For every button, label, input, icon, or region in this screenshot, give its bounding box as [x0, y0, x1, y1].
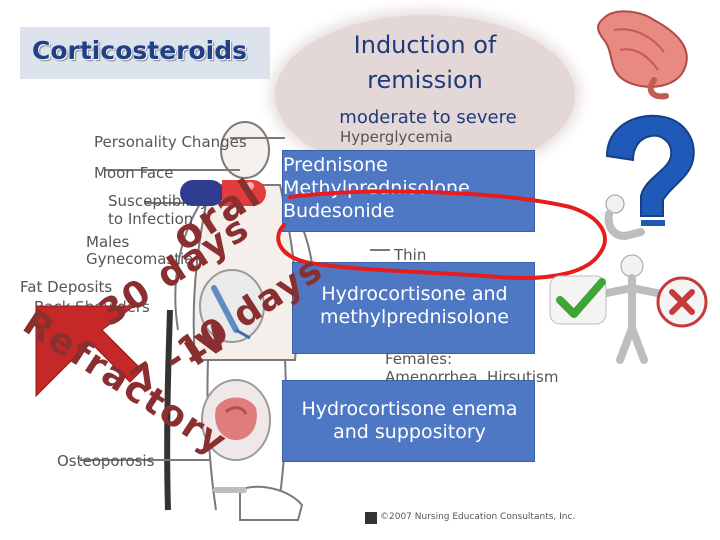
treatment-line: and suppository — [333, 421, 486, 443]
label-males: Males — [86, 233, 130, 251]
label-thin: Thin — [394, 246, 427, 264]
rectal-icon — [201, 379, 271, 461]
treatment-line: methylprednisolone — [320, 306, 509, 328]
treatment-line: Hydrocortisone enema — [301, 398, 518, 420]
label-osteoporosis: Osteoporosis — [57, 452, 155, 470]
title-banner — [20, 27, 270, 79]
checkmark-icon — [549, 275, 607, 325]
pill-icon — [180, 180, 266, 206]
iv-bag-icon — [199, 269, 265, 343]
budesonide-highlight-loop — [276, 189, 607, 280]
label-personality: Personality Changes — [94, 133, 247, 151]
label-hyperglycemia: Hyperglycemia — [340, 128, 453, 146]
slide-title: Corticosteroids — [32, 36, 248, 65]
label-moon-face: Moon Face — [94, 164, 174, 182]
treatment-line: Budesonide — [283, 200, 395, 222]
question-figure-icon — [604, 114, 695, 241]
treatment-line: Hydrocortisone and — [321, 283, 508, 305]
treatment-line: Prednisone — [283, 154, 388, 176]
induction-title: Induction of remission — [353, 31, 497, 94]
treatment-box-iv: Hydrocortisone and methylprednisolone — [292, 262, 535, 354]
cross-icon — [656, 276, 708, 328]
copyright-text: ©2007 Nursing Education Consultants, Inc… — [380, 512, 576, 522]
label-gynecomastia: Gynecomastia — [86, 250, 194, 268]
label-fat-deposits: Fat Deposits — [20, 278, 113, 296]
label-females: Females: — [385, 350, 453, 368]
stomach-icon — [597, 10, 688, 100]
publisher-logo-icon — [365, 512, 377, 524]
bone-icon — [213, 487, 247, 493]
treatment-box-rectal: Hydrocortisone enema and suppository — [282, 380, 535, 462]
severity-label: moderate to severe — [339, 107, 517, 128]
induction-bubble — [275, 15, 575, 175]
label-to-infection: to Infection — [108, 210, 194, 228]
scale-figure-icon — [598, 254, 666, 364]
refractory-arrow-icon — [35, 305, 143, 398]
